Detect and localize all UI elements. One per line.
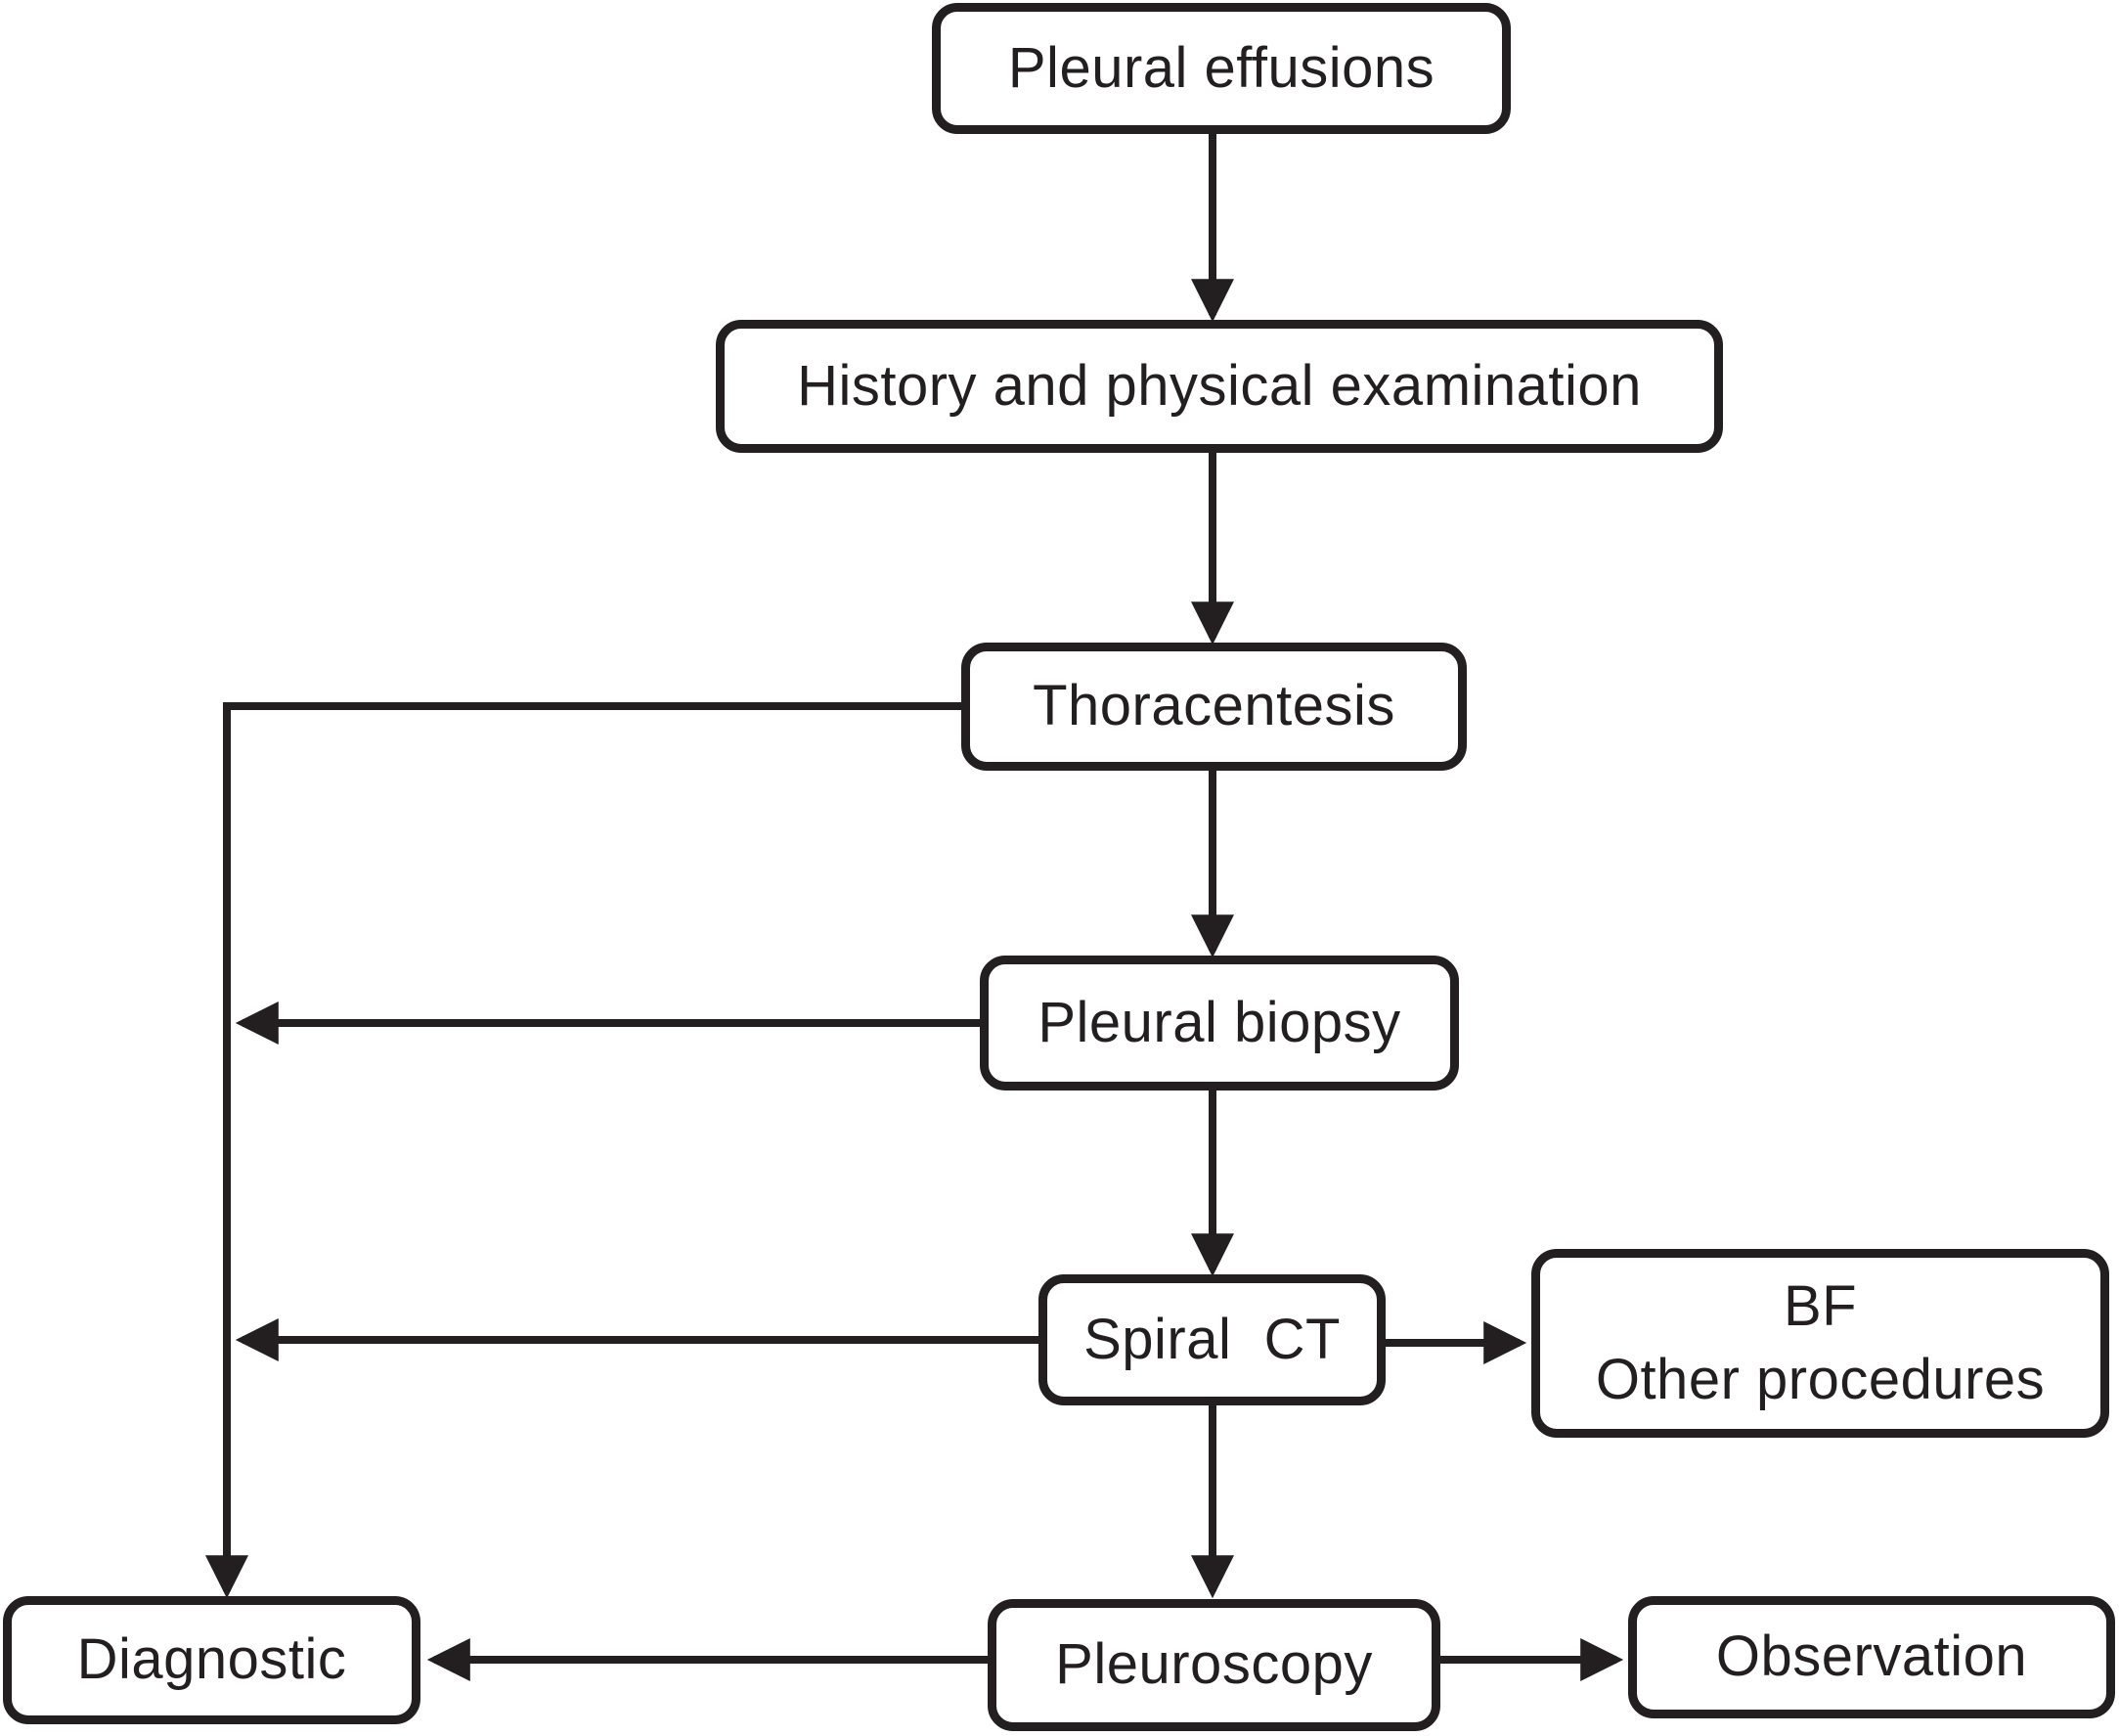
node-pleural-effusions-label: Pleural effusions	[1007, 35, 1435, 100]
node-spiral-ct: Spiral CT	[1038, 1274, 1386, 1405]
node-history-physical-examination-label: History and physical examination	[797, 353, 1642, 418]
node-pleural-biopsy-label: Pleural biopsy	[1037, 990, 1401, 1054]
edge-thoracentesis-to-diagnostic-rail	[205, 702, 968, 1599]
node-history-physical-examination: History and physical examination	[716, 320, 1723, 453]
node-pleuroscopy: Pleuroscopy	[988, 1599, 1440, 1731]
node-diagnostic-label: Diagnostic	[76, 1627, 347, 1692]
node-pleuroscopy-label: Pleuroscopy	[1055, 1632, 1373, 1697]
node-pleural-biopsy: Pleural biopsy	[980, 956, 1459, 1091]
node-bf-other-procedures-label: BF Other procedures	[1595, 1274, 2046, 1411]
node-thoracentesis-label: Thoracentesis	[1033, 674, 1395, 738]
node-diagnostic: Diagnostic	[3, 1596, 420, 1724]
node-bf-other-procedures: BF Other procedures	[1531, 1249, 2109, 1438]
node-observation: Observation	[1628, 1596, 2115, 1718]
node-spiral-ct-label: Spiral CT	[1083, 1307, 1341, 1371]
node-observation-label: Observation	[1715, 1625, 2028, 1689]
node-pleural-effusions: Pleural effusions	[932, 3, 1511, 134]
node-thoracentesis: Thoracentesis	[961, 643, 1467, 771]
